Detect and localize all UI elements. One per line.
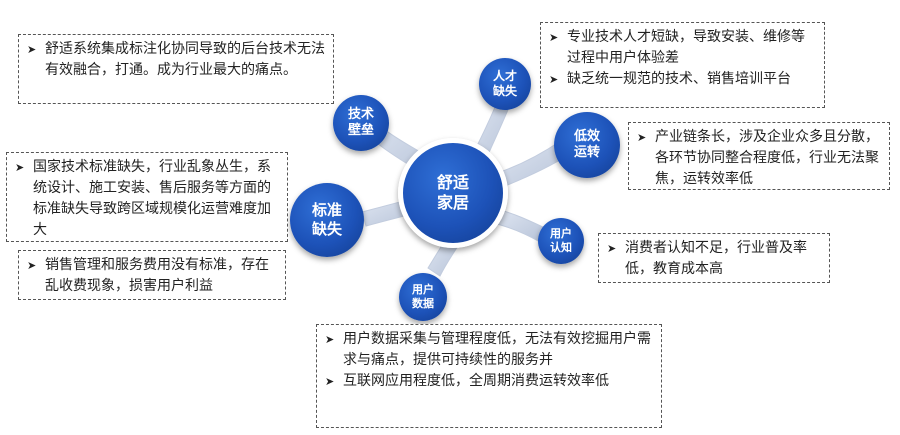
- textbox-low-efficiency: ➤ 产业链条长，涉及企业众多且分散，各环节协同整合程度低，行业无法聚焦，运转效率低: [628, 122, 890, 190]
- arrow-bullet-icon: ➤: [549, 73, 559, 86]
- arrow-bullet-icon: ➤: [325, 333, 335, 346]
- bullet-item: ➤ 消费者认知不足，行业普及率低，教育成本高: [607, 238, 823, 280]
- bullet-text: 舒适系统集成标注化协同导致的后台技术无法有效融合，打通。成为行业最大的痛点。: [45, 41, 325, 78]
- bullet-text: 用户数据采集与管理程度低，无法有效挖掘用户需求与痛点，提供可持续性的服务并: [343, 331, 651, 368]
- center-node: 舒适 家居: [398, 138, 508, 248]
- node-user-awareness: 用户 认知: [538, 218, 584, 264]
- arrow-bullet-icon: ➤: [27, 43, 37, 56]
- bullet-text: 产业链条长，涉及企业众多且分散，各环节协同整合程度低，行业无法聚焦，运转效率低: [655, 129, 879, 187]
- textbox-standard-missing-b: ➤ 销售管理和服务费用没有标准，存在乱收费现象，损害用户利益: [18, 250, 286, 300]
- bullet-item: ➤ 专业技术人才短缺，导致安装、维修等过程中用户体验差: [549, 27, 818, 69]
- arrow-bullet-icon: ➤: [607, 242, 617, 255]
- arrow-bullet-icon: ➤: [27, 259, 37, 272]
- bullet-text: 缺乏统一规范的技术、销售培训平台: [567, 71, 791, 87]
- arrow-bullet-icon: ➤: [637, 131, 647, 144]
- textbox-tech-barrier: ➤ 舒适系统集成标注化协同导致的后台技术无法有效融合，打通。成为行业最大的痛点。: [18, 34, 334, 104]
- node-low-efficiency: 低效 运转: [554, 112, 620, 178]
- arrow-bullet-icon: ➤: [325, 375, 335, 388]
- textbox-user-data: ➤ 用户数据采集与管理程度低，无法有效挖掘用户需求与痛点，提供可持续性的服务并 ➤…: [316, 324, 662, 428]
- bullet-item: ➤ 缺乏统一规范的技术、销售培训平台: [549, 69, 818, 90]
- textbox-talent-shortage: ➤ 专业技术人才短缺，导致安装、维修等过程中用户体验差 ➤ 缺乏统一规范的技术、销售…: [540, 22, 825, 108]
- bullet-text: 专业技术人才短缺，导致安装、维修等过程中用户体验差: [567, 29, 805, 66]
- bullet-item: ➤ 销售管理和服务费用没有标准，存在乱收费现象，损害用户利益: [27, 255, 279, 297]
- node-talent-shortage: 人才 缺失: [479, 58, 531, 110]
- node-tech-barrier: 技术 壁垒: [333, 95, 389, 151]
- arrow-bullet-icon: ➤: [549, 31, 559, 44]
- bullet-item: ➤ 用户数据采集与管理程度低，无法有效挖掘用户需求与痛点，提供可持续性的服务并: [325, 329, 655, 371]
- node-user-data: 用户 数据: [399, 273, 447, 321]
- textbox-user-awareness: ➤ 消费者认知不足，行业普及率低，教育成本高: [598, 233, 830, 283]
- textbox-standard-missing-a: ➤ 国家技术标准缺失，行业乱象丛生，系统设计、施工安装、售后服务等方面的标准缺失导…: [6, 152, 288, 242]
- bullet-text: 互联网应用程度低，全周期消费运转效率低: [343, 373, 609, 389]
- node-standard-missing: 标准 缺失: [290, 183, 364, 257]
- bullet-text: 销售管理和服务费用没有标准，存在乱收费现象，损害用户利益: [45, 257, 269, 294]
- bullet-text: 消费者认知不足，行业普及率低，教育成本高: [625, 240, 807, 277]
- bullet-text: 国家技术标准缺失，行业乱象丛生，系统设计、施工安装、售后服务等方面的标准缺失导致…: [33, 159, 271, 238]
- bullet-item: ➤ 产业链条长，涉及企业众多且分散，各环节协同整合程度低，行业无法聚焦，运转效率低: [637, 127, 883, 190]
- bullet-item: ➤ 互联网应用程度低，全周期消费运转效率低: [325, 371, 655, 392]
- bullet-item: ➤ 舒适系统集成标注化协同导致的后台技术无法有效融合，打通。成为行业最大的痛点。: [27, 39, 327, 81]
- bullet-item: ➤ 国家技术标准缺失，行业乱象丛生，系统设计、施工安装、售后服务等方面的标准缺失导…: [15, 157, 281, 241]
- arrow-bullet-icon: ➤: [15, 161, 25, 174]
